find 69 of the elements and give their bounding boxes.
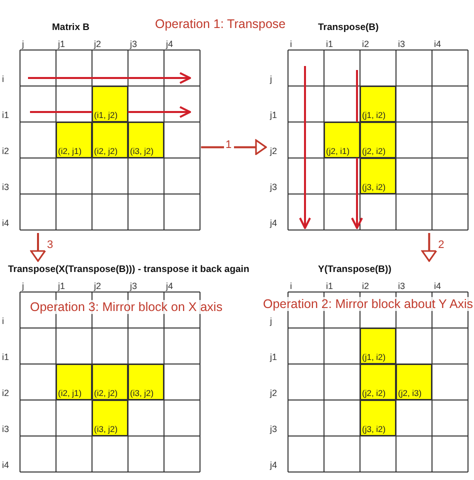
highlighted-cell: (i2, j1)	[56, 122, 92, 158]
column-header: i1	[326, 281, 334, 291]
column-header: i	[290, 39, 292, 49]
row-header: j1	[270, 110, 278, 120]
column-header: i2	[362, 39, 370, 49]
column-header: i2	[362, 281, 370, 291]
row-header: i1	[2, 352, 10, 362]
row-header: i3	[2, 424, 10, 434]
highlighted-cell: (i3, j2)	[128, 364, 164, 400]
matrix-title: Y(Transpose(B))	[318, 264, 392, 275]
edge-label: 1	[224, 139, 234, 152]
column-header: i4	[434, 281, 442, 291]
column-header: j3	[130, 281, 138, 291]
highlighted-cell: (j2, i3)	[396, 364, 432, 400]
row-header: j3	[270, 424, 278, 434]
operation-note: Operation 1: Transpose	[155, 17, 286, 31]
column-header: i4	[434, 39, 442, 49]
highlighted-cell: (i2, j2)	[92, 122, 128, 158]
column-header: i1	[326, 39, 334, 49]
row-header: i4	[2, 460, 10, 470]
highlighted-cell: (i1, j2)	[92, 86, 128, 122]
column-header: j1	[58, 39, 66, 49]
column-header: j	[22, 39, 24, 49]
column-header: i3	[398, 39, 406, 49]
row-header: j1	[270, 352, 278, 362]
column-header: j3	[130, 39, 138, 49]
matrix-title: Matrix B	[52, 22, 90, 33]
row-header: i2	[2, 146, 10, 156]
block-arrow	[30, 233, 46, 262]
matrix-title: Transpose(B)	[318, 22, 379, 33]
row-header: j	[270, 74, 272, 84]
highlighted-cell: (j2, i2)	[360, 364, 396, 400]
highlighted-cell: (j1, i2)	[360, 328, 396, 364]
operation-note: Operation 3: Mirror block on X axis	[30, 300, 222, 314]
row-header: j4	[270, 460, 278, 470]
highlighted-cell: (i3, j2)	[128, 122, 164, 158]
highlighted-cell: (i3, j2)	[92, 400, 128, 436]
row-header: j	[270, 316, 272, 326]
row-header: j3	[270, 182, 278, 192]
row-header: i1	[2, 110, 10, 120]
row-header: i	[2, 316, 4, 326]
highlighted-cell: (j3, i2)	[360, 158, 396, 194]
column-header: j	[22, 281, 24, 291]
row-header: i4	[2, 218, 10, 228]
column-header: j2	[94, 39, 102, 49]
column-header: j4	[166, 39, 174, 49]
highlighted-cell: (j3, i2)	[360, 400, 396, 436]
row-header: j2	[270, 388, 278, 398]
edge-label: 2	[436, 239, 446, 251]
edge-label: 3	[45, 239, 56, 251]
block-arrow	[201, 139, 267, 155]
highlighted-cell: (j2, i1)	[324, 122, 360, 158]
highlighted-cell: (j1, i2)	[360, 86, 396, 122]
column-header: i	[290, 281, 292, 291]
highlighted-cell: (j2, i2)	[360, 122, 396, 158]
row-header: j2	[270, 146, 278, 156]
highlighted-cell: (i2, j2)	[92, 364, 128, 400]
block-arrow	[421, 233, 437, 262]
column-header: j1	[58, 281, 66, 291]
highlighted-cell: (i2, j1)	[56, 364, 92, 400]
matrix-title: Transpose(X(Transpose(B))) - transpose it back again	[8, 264, 250, 275]
row-header: i	[2, 74, 4, 84]
row-header: i3	[2, 182, 10, 192]
row-header: i2	[2, 388, 10, 398]
column-header: j2	[94, 281, 102, 291]
column-header: j4	[166, 281, 174, 291]
column-header: i3	[398, 281, 406, 291]
row-header: j4	[270, 218, 278, 228]
operation-note: Operation 2: Mirror block about Y Axis	[263, 297, 474, 311]
